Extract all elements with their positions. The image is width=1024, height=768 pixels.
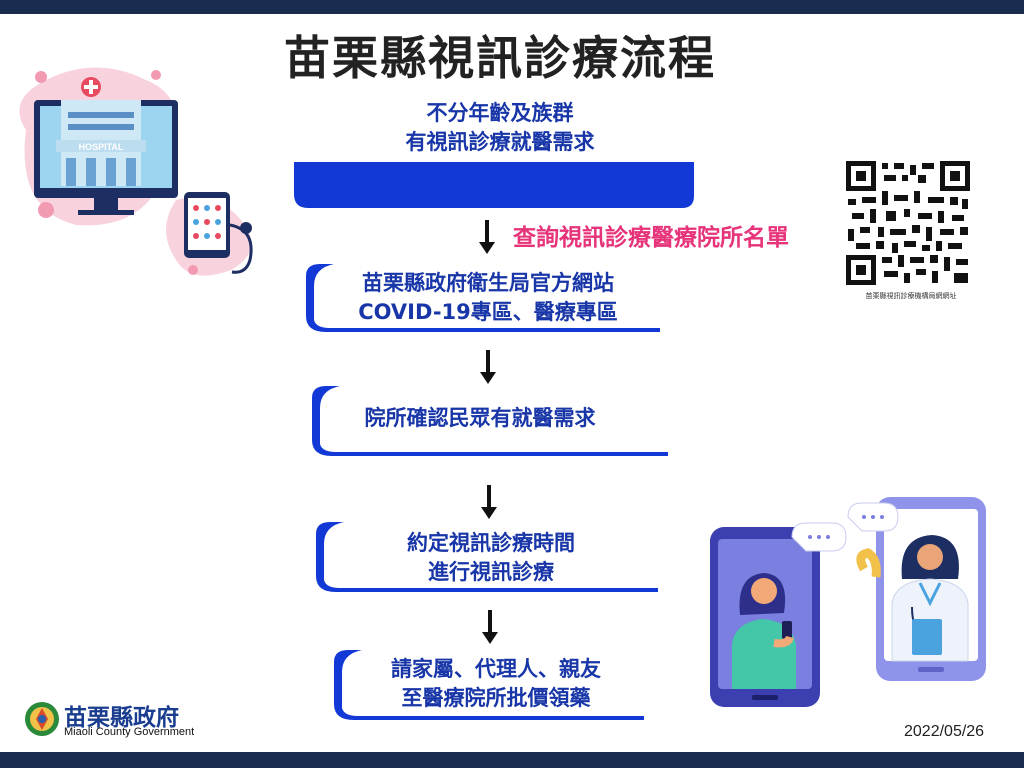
county-emblem-icon [25,702,59,736]
step-4-line-2: 進行視訊診療 [428,560,554,584]
bottom-bar [0,752,1024,768]
arrow-down-icon [480,350,496,384]
clinic-list-link[interactable]: 查詢視訊診療醫療院所名單 [513,225,789,251]
qr-code-icon [846,161,970,285]
arrow-down-icon [482,610,498,644]
step-5-line-1: 請家屬、代理人、親友 [391,657,601,681]
arrow-down-icon [479,220,495,254]
top-bar [0,0,1024,14]
svg-text:HOSPITAL: HOSPITAL [79,142,124,152]
hospital-monitor-illustration: HOSPITAL [19,67,253,276]
step-1-line-1: 不分年齡及族群 [426,101,574,125]
page-title: 苗栗縣視訊診療流程 [284,31,716,85]
county-logo-subtitle: Miaoli County Government [64,726,195,738]
step-4-line-1: 約定視訊診療時間 [407,531,575,555]
qr-caption: 苗栗縣視訊診療機構局網網址 [865,292,957,300]
step-1-line-2: 有視訊診療就醫需求 [405,130,595,154]
step-1-banner [294,162,694,208]
step-3-line-1: 院所確認民眾有就醫需求 [364,406,596,430]
step-4-text: 約定視訊診療時間 進行視訊診療 [326,529,656,587]
step-5-text: 請家屬、代理人、親友 至醫療院所批價領藥 [346,655,646,713]
step-5-line-2: 至醫療院所批價領藥 [401,686,591,710]
telemedicine-illustration [710,497,986,707]
date-label: 2022/05/26 [904,723,985,740]
step-3-text: 院所確認民眾有就醫需求 [330,404,630,433]
step-2-text: 苗栗縣政府衛生局官方網站 COVID-19專區、醫療專區 [318,269,658,327]
step-2-line-2: COVID-19專區、醫療專區 [358,300,618,324]
county-logo-name: 苗栗縣政府 [64,704,179,731]
step-2-line-1: 苗栗縣政府衛生局官方網站 [362,271,614,295]
arrow-down-icon [481,485,497,519]
step-1-text: 不分年齡及族群 有視訊診療就醫需求 [330,99,670,157]
